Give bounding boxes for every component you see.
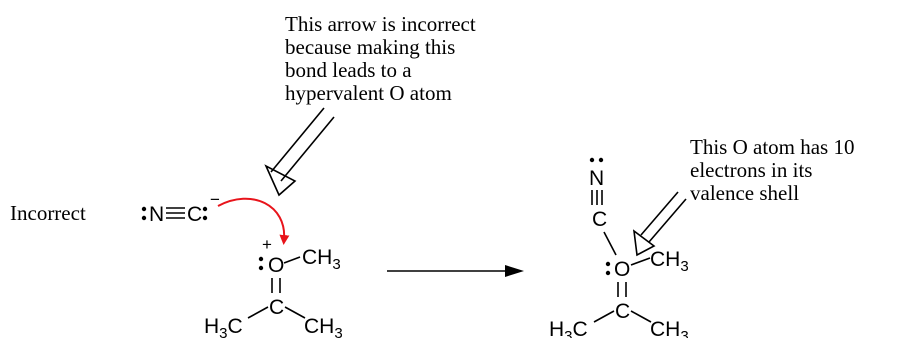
arrow-note: This arrow is incorrect because making t… — [285, 12, 476, 105]
product-carbon: C — [592, 208, 607, 231]
cyanide-ion: N C − — [141, 190, 220, 226]
reactant-methyl: CH3 — [302, 246, 341, 273]
arrow-note-line-1: This arrow is incorrect — [285, 12, 476, 36]
reactant-carbonyl-carbon: C — [269, 296, 284, 319]
arrow-note-line-2: because making this — [285, 35, 455, 59]
product-oxygen: O — [614, 258, 630, 281]
product-nitrogen: N — [589, 167, 604, 190]
oxygen-note-line-3: valence shell — [690, 181, 799, 205]
curved-electron-arrow — [217, 197, 290, 245]
oxygen-note-line-2: electrons in its — [690, 158, 812, 182]
product-right-methyl: CH3 — [650, 318, 689, 338]
oxonium-ketone: + O CH3 C H3C CH3 — [204, 235, 343, 338]
hollow-pointer-arrow-2 — [632, 191, 687, 257]
product-molecule: N C O CH3 C H3C CH3 — [549, 157, 689, 338]
reactant-left-methyl: H3C — [204, 315, 243, 338]
cyanide-nitrogen: N — [149, 203, 164, 226]
arrow-note-line-4: hypervalent O atom — [285, 81, 452, 105]
reactant-right-methyl: CH3 — [304, 315, 343, 338]
reactant-oxygen: O — [268, 254, 284, 277]
negative-charge: − — [210, 190, 220, 209]
product-carbonyl-carbon: C — [615, 300, 630, 323]
hollow-pointer-arrow-1 — [264, 107, 335, 197]
product-left-methyl: H3C — [549, 318, 588, 338]
oxygen-note: This O atom has 10 electrons in its vale… — [690, 135, 854, 205]
reaction-arrow — [387, 265, 524, 277]
cyanide-carbon: C — [187, 203, 202, 226]
oxygen-note-line-1: This O atom has 10 — [690, 135, 854, 159]
arrow-note-line-3: bond leads to a — [285, 58, 412, 82]
positive-charge: + — [262, 235, 272, 254]
product-methyl: CH3 — [650, 248, 689, 275]
incorrect-label: Incorrect — [10, 201, 86, 225]
